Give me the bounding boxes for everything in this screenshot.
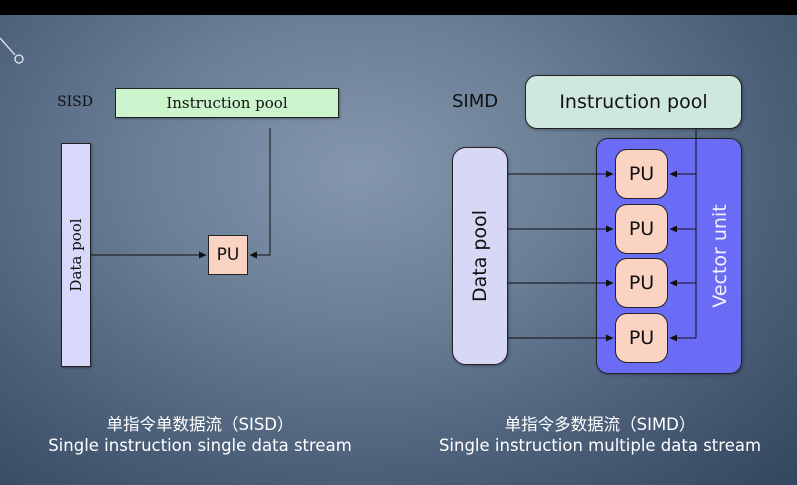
simd-processing-unit: PU <box>615 313 668 363</box>
sisd-label: SISD <box>57 94 93 110</box>
simd-processing-unit: PU <box>615 258 668 308</box>
sisd-instruction-arrow <box>249 128 271 259</box>
decorative-line-icon <box>0 37 24 64</box>
simd-processing-unit: PU <box>615 149 668 199</box>
top-bar <box>0 0 797 15</box>
sisd-processing-unit: PU <box>208 235 248 275</box>
simd-caption-zh: 单指令多数据流（SIMD） <box>504 415 696 434</box>
sisd-instruction-pool: Instruction pool <box>115 88 339 118</box>
sisd-data-pool: Data pool <box>61 143 91 367</box>
sisd-caption: 单指令单数据流（SISD） Single instruction single … <box>20 414 380 456</box>
simd-caption: 单指令多数据流（SIMD） Single instruction multipl… <box>418 414 782 456</box>
simd-instruction-pool: Instruction pool <box>525 75 742 129</box>
simd-processing-unit: PU <box>615 204 668 254</box>
sisd-caption-en: Single instruction single data stream <box>48 436 352 455</box>
simd-label: SIMD <box>452 91 499 112</box>
sisd-caption-zh: 单指令单数据流（SISD） <box>106 415 294 434</box>
simd-data-pool: Data pool <box>452 147 508 365</box>
simd-caption-en: Single instruction multiple data stream <box>438 436 762 455</box>
